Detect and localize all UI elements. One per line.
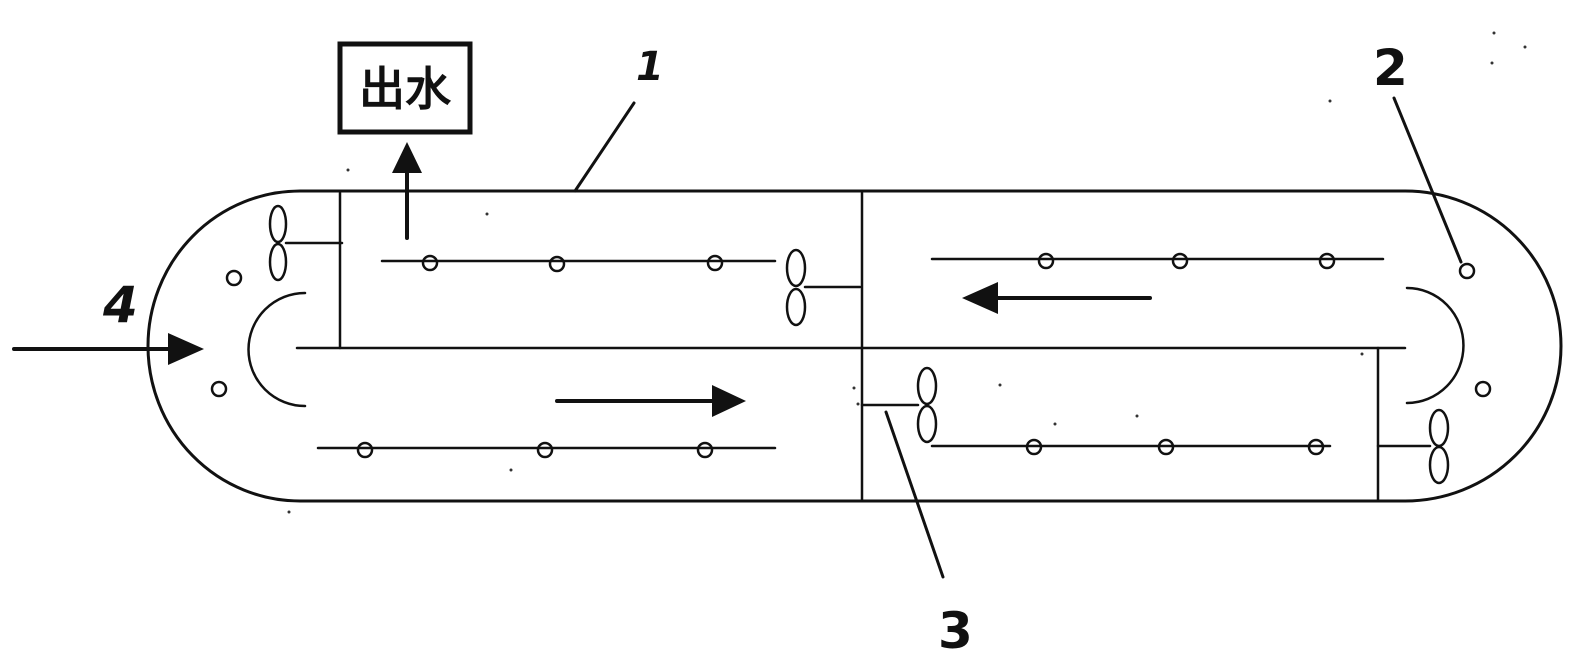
tank-outline xyxy=(146,189,1563,503)
aerator-top-right xyxy=(930,252,1385,270)
propeller-mixer-1 xyxy=(268,204,344,282)
leader-line-2 xyxy=(1392,96,1463,264)
aerator-top-left xyxy=(380,254,777,273)
speckles xyxy=(287,31,1527,514)
label-4: 4 xyxy=(102,276,138,334)
aerator-bottom-right xyxy=(930,438,1332,456)
label-2: 2 xyxy=(1373,39,1408,97)
aerator-bottom-left xyxy=(316,441,777,459)
propeller-mixer-3 xyxy=(860,366,938,444)
baffle-left xyxy=(247,291,307,408)
bend-port-right-bottom xyxy=(1474,380,1492,398)
leader-line-1 xyxy=(573,101,636,193)
flow-arrow-right xyxy=(555,385,746,417)
outlet-box-label: 出水 xyxy=(359,62,452,116)
outlet-box: 出水 xyxy=(337,41,473,135)
leader-line-3 xyxy=(884,410,945,579)
label-3: 3 xyxy=(938,602,973,660)
propeller-mixer-4 xyxy=(1376,408,1450,485)
label-1: 1 xyxy=(636,44,664,90)
inflow-arrow xyxy=(12,333,204,365)
flow-arrow-left xyxy=(962,282,1152,314)
bend-port-left-bottom xyxy=(210,380,228,398)
propeller-mixer-2 xyxy=(785,248,862,327)
bend-port-left-top xyxy=(225,269,243,287)
baffle-right xyxy=(1405,286,1465,405)
bend-port-right-top xyxy=(1458,262,1476,280)
outflow-arrow xyxy=(392,142,422,240)
